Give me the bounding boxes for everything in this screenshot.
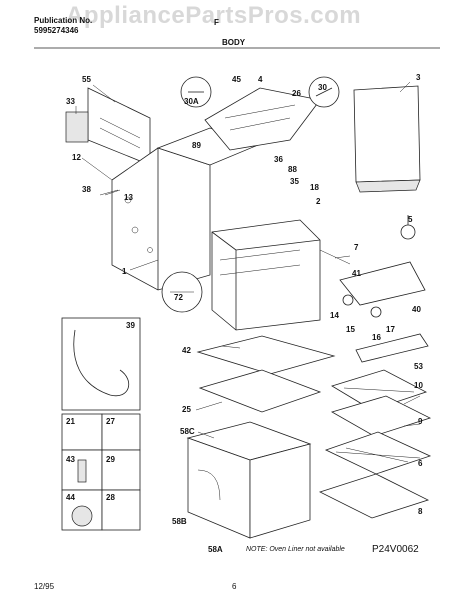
knob-16 bbox=[370, 306, 382, 318]
broiler-pan bbox=[330, 369, 432, 437]
callout-72: 72 bbox=[174, 293, 183, 302]
publication-number: 5995274346 bbox=[34, 26, 79, 35]
callout-42: 42 bbox=[182, 346, 191, 355]
callout-55: 55 bbox=[82, 75, 91, 84]
callout-58b: 58B bbox=[172, 517, 187, 526]
callout-1: 1 bbox=[122, 267, 127, 276]
cabinet-body bbox=[104, 127, 260, 291]
callout-3: 3 bbox=[416, 73, 421, 82]
footer-date: 12/95 bbox=[34, 582, 55, 591]
bracket-33 bbox=[65, 111, 89, 143]
callout-53: 53 bbox=[414, 362, 423, 371]
rear-panel bbox=[65, 87, 151, 166]
callout-40: 40 bbox=[412, 305, 421, 314]
callout-8: 8 bbox=[418, 507, 423, 516]
oven-rack bbox=[324, 431, 432, 475]
callout-44: 44 bbox=[66, 493, 75, 502]
part-box-29 bbox=[101, 449, 141, 491]
cord-box-39 bbox=[61, 317, 141, 411]
storage-drawer bbox=[186, 421, 312, 539]
callout-36: 36 bbox=[274, 155, 283, 164]
section-title: BODY bbox=[222, 38, 246, 47]
callout-12: 12 bbox=[72, 153, 81, 162]
callout-29: 29 bbox=[106, 455, 115, 464]
callout-18: 18 bbox=[310, 183, 319, 192]
callout-30a: 30A bbox=[184, 97, 199, 106]
oven-liner-8 bbox=[318, 473, 430, 519]
part-box-28 bbox=[101, 489, 141, 531]
diagram-code: P24V0062 bbox=[372, 544, 419, 555]
watermark: AppliancePartsPros.com bbox=[66, 2, 362, 29]
callout-17: 17 bbox=[386, 325, 395, 334]
callout-41: 41 bbox=[352, 269, 361, 278]
callout-2: 2 bbox=[316, 197, 321, 206]
callout-88: 88 bbox=[288, 165, 297, 174]
callout-39: 39 bbox=[126, 321, 135, 330]
callout-38: 38 bbox=[82, 185, 91, 194]
publication-label: Publication No. bbox=[34, 16, 93, 25]
callout-16: 16 bbox=[372, 333, 381, 342]
bracket-40 bbox=[339, 261, 426, 306]
part-box-27 bbox=[101, 413, 141, 451]
callout-10: 10 bbox=[414, 381, 423, 390]
callout-13: 13 bbox=[124, 193, 133, 202]
callout-14: 14 bbox=[330, 311, 339, 320]
callout-30: 30 bbox=[318, 83, 327, 92]
page-number: 6 bbox=[232, 582, 237, 591]
part-box-21 bbox=[61, 413, 103, 451]
panel-25 bbox=[198, 369, 322, 413]
callout-28: 28 bbox=[106, 493, 115, 502]
model-number: F bbox=[214, 18, 219, 27]
trim-53 bbox=[355, 333, 429, 363]
callout-4: 4 bbox=[258, 75, 263, 84]
leveler-5 bbox=[400, 224, 416, 240]
callout-15: 15 bbox=[346, 325, 355, 334]
callout-58c: 58C bbox=[180, 427, 195, 436]
knob-14 bbox=[342, 294, 354, 306]
callout-7: 7 bbox=[354, 243, 359, 252]
oven-frame bbox=[211, 219, 321, 331]
callout-6: 6 bbox=[418, 459, 423, 468]
callout-33: 33 bbox=[66, 97, 75, 106]
side-panel-3 bbox=[353, 85, 421, 193]
callout-21: 21 bbox=[66, 417, 75, 426]
callout-27: 27 bbox=[106, 417, 115, 426]
oven-liner-note: NOTE: Oven Liner not available bbox=[246, 546, 345, 553]
callout-43: 43 bbox=[66, 455, 75, 464]
cooktop-top bbox=[204, 87, 321, 151]
callout-25: 25 bbox=[182, 405, 191, 414]
callout-35: 35 bbox=[290, 177, 299, 186]
callout-26: 26 bbox=[292, 89, 301, 98]
callout-45: 45 bbox=[232, 75, 241, 84]
callout-58a: 58A bbox=[208, 545, 223, 554]
panel-42 bbox=[196, 335, 336, 375]
callout-89: 89 bbox=[192, 141, 201, 150]
callout-9: 9 bbox=[418, 417, 423, 426]
callout-5: 5 bbox=[408, 215, 413, 224]
